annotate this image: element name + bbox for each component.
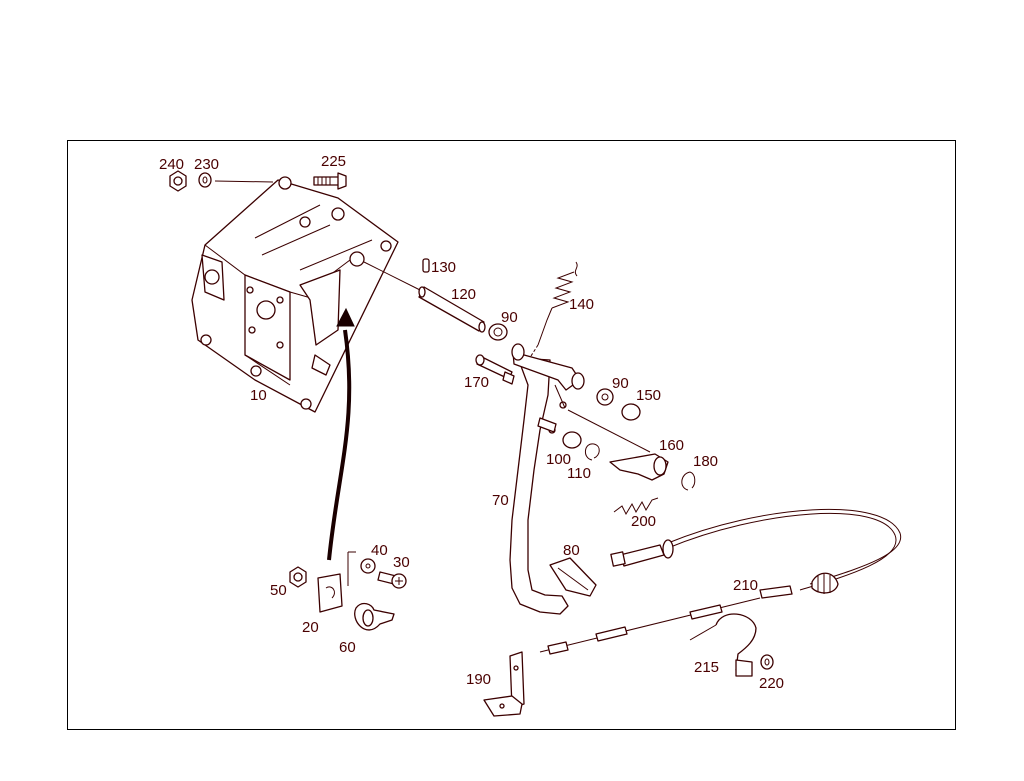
label-215: 215 [694, 659, 719, 676]
label-190: 190 [466, 671, 491, 688]
label-230: 230 [194, 156, 219, 173]
cable-210 [539, 509, 902, 655]
bushing-90-lower [596, 388, 614, 406]
label-110: 110 [567, 465, 591, 482]
label-120: 120 [451, 286, 476, 303]
label-30: 30 [393, 554, 410, 571]
spacer-100 [537, 417, 582, 449]
bolt-225 [313, 172, 347, 190]
washer-220 [760, 654, 774, 670]
bracket-clip-20 [317, 551, 356, 613]
label-60: 60 [339, 639, 356, 656]
circlip-180 [681, 471, 696, 491]
diagram-frame [67, 140, 956, 730]
clamp-60 [354, 602, 395, 631]
return-spring-140 [521, 261, 578, 371]
label-100: 100 [546, 451, 571, 468]
label-140: 140 [569, 296, 594, 313]
assembly-arrow [327, 307, 355, 561]
label-70: 70 [492, 492, 509, 509]
bracket-190 [483, 651, 525, 717]
label-225: 225 [321, 153, 346, 170]
part-labels: 240 230 225 10 130 120 90 140 170 90 150… [159, 153, 784, 692]
pedal-shaft-120 [418, 286, 486, 333]
label-80: 80 [563, 542, 580, 559]
label-20: 20 [302, 619, 319, 636]
label-50: 50 [270, 582, 287, 599]
nut-50 [289, 566, 307, 588]
label-40: 40 [371, 542, 388, 559]
screw-30 [377, 571, 407, 589]
cap-150 [621, 403, 641, 421]
lever-160 [609, 453, 669, 481]
nut-240 [169, 170, 187, 192]
pedal-bracket-10 [191, 176, 399, 413]
label-170: 170 [464, 374, 489, 391]
label-10: 10 [250, 387, 267, 404]
label-130: 130 [431, 259, 456, 276]
label-220: 220 [759, 675, 784, 692]
bushing-90-upper [488, 323, 508, 341]
spring-200 [613, 497, 659, 516]
label-210: 210 [733, 577, 758, 594]
label-200: 200 [631, 513, 656, 530]
bolt-170 [475, 354, 515, 385]
clamp-215 [689, 613, 757, 677]
label-180: 180 [693, 453, 718, 470]
washer-230 [198, 172, 212, 188]
label-160: 160 [659, 437, 684, 454]
label-150: 150 [636, 387, 661, 404]
pin-130 [422, 258, 430, 273]
washer-40 [360, 558, 376, 574]
label-240: 240 [159, 156, 184, 173]
pedal-pad-80 [549, 557, 597, 597]
label-90-lower: 90 [612, 375, 629, 392]
clip-110 [585, 443, 600, 461]
label-90-upper: 90 [501, 309, 518, 326]
brake-pedal-lever-70 [509, 343, 585, 615]
